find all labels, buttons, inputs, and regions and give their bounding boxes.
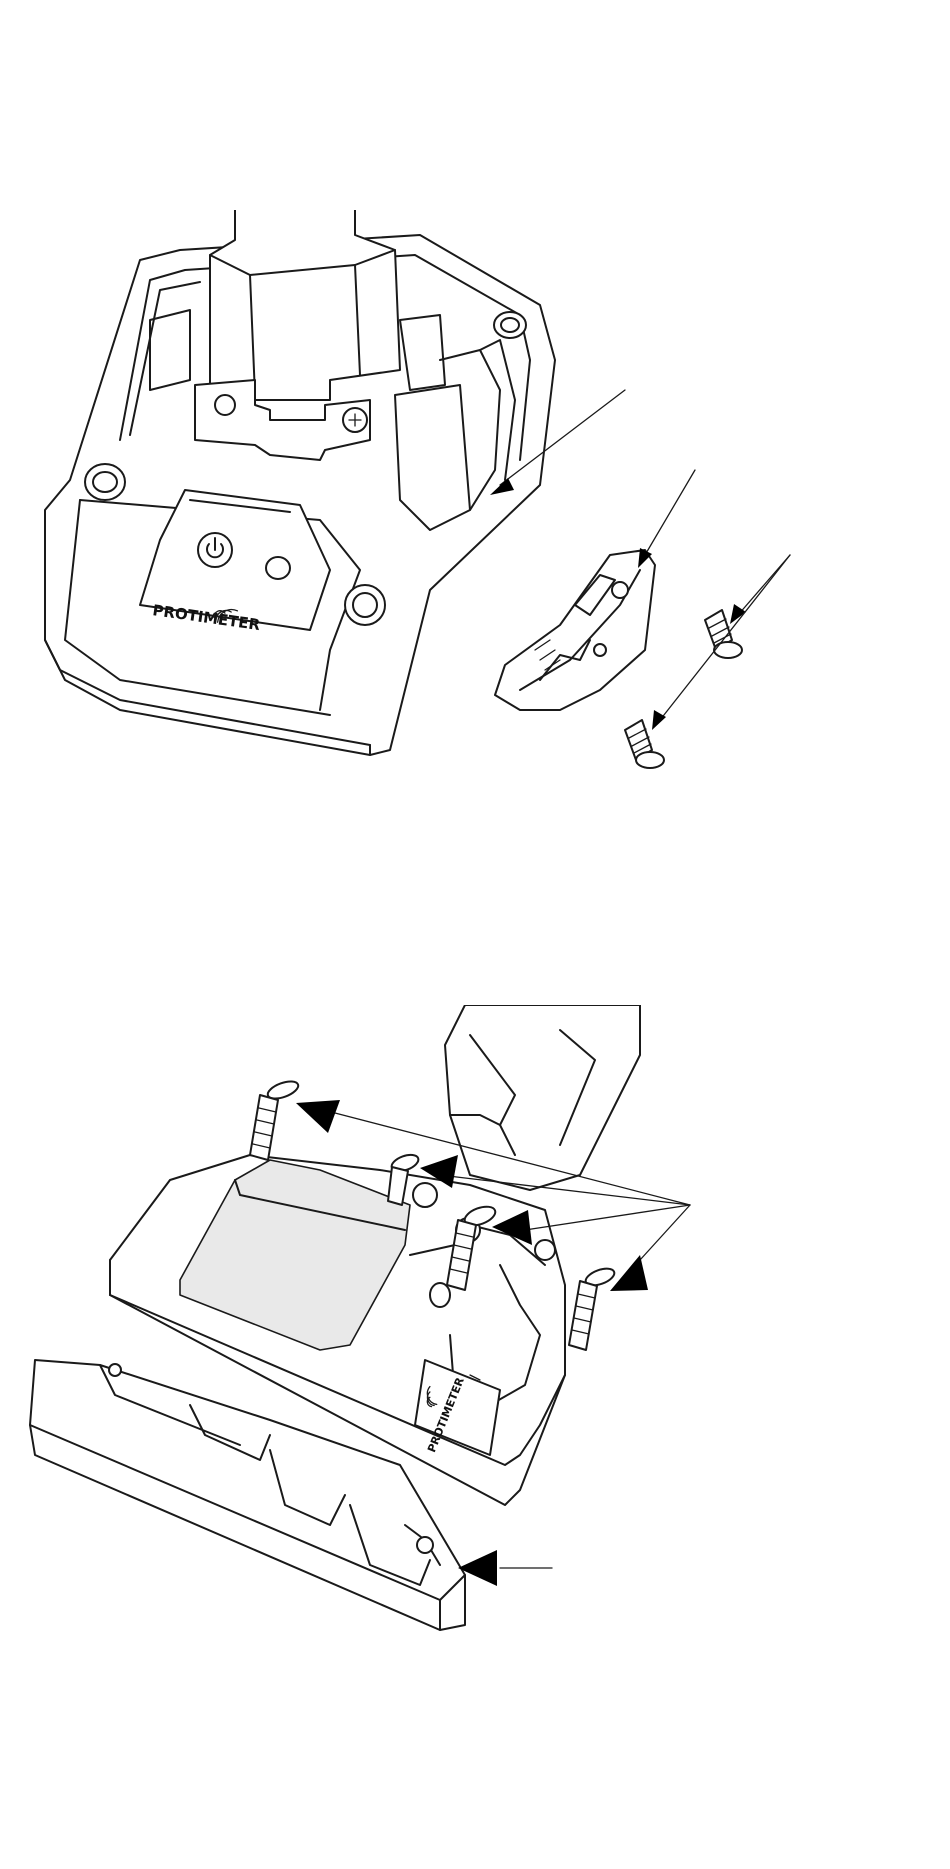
screw-1 bbox=[250, 1078, 300, 1160]
figure-bottom-svg: PROTIMETER bbox=[0, 1005, 950, 1655]
arrow-head bbox=[296, 1100, 340, 1133]
screw-left bbox=[625, 720, 664, 768]
figure-top-svg: PROTIMETER bbox=[0, 210, 950, 770]
circuit-bracket-part bbox=[495, 550, 655, 710]
screw-4 bbox=[569, 1265, 616, 1350]
figure-top-exploded-view: PROTIMETER bbox=[0, 210, 950, 770]
probe-handle bbox=[445, 1005, 640, 1190]
arrow-head bbox=[652, 710, 666, 730]
figure-bottom-exploded-view: PROTIMETER bbox=[0, 1005, 950, 1655]
indicator-led bbox=[266, 557, 290, 579]
power-icon bbox=[198, 533, 232, 567]
arrow-head bbox=[610, 1255, 648, 1291]
